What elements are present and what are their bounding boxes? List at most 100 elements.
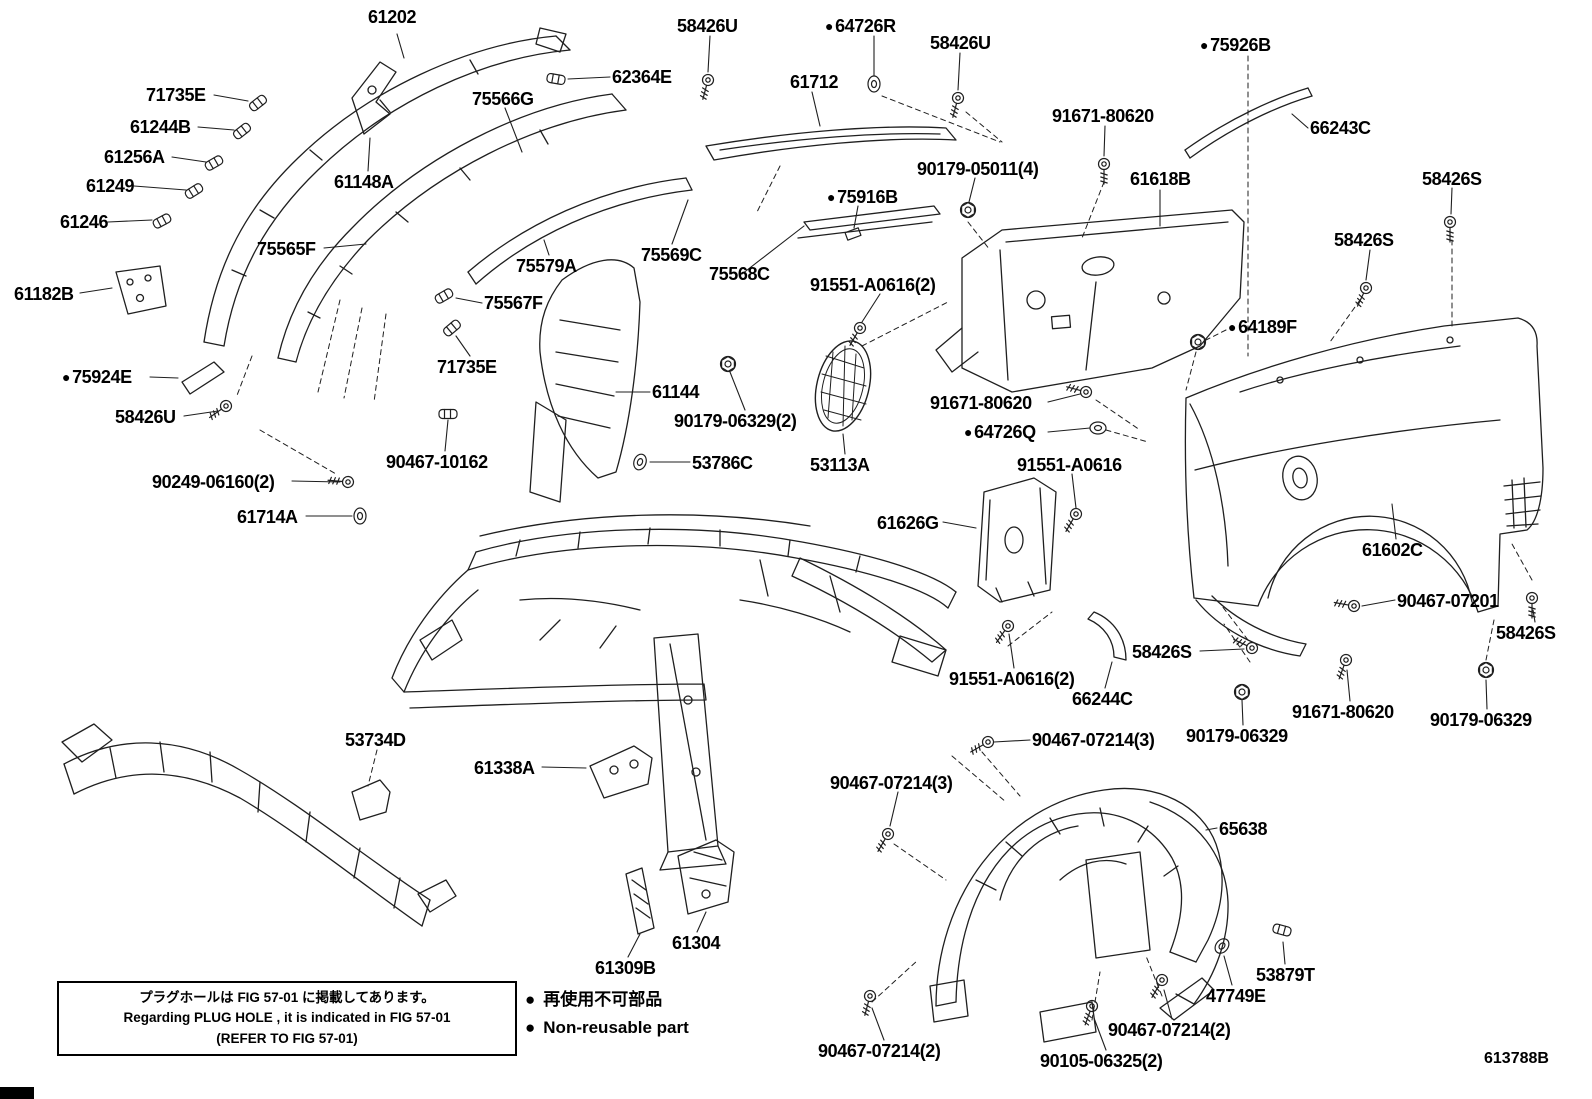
- non-reusable-row-en: ●Non-reusable part: [525, 1014, 689, 1042]
- part-label: ●64726R: [825, 17, 896, 36]
- front-pillar-garnish-drawing: [529, 259, 641, 503]
- part-label: 61256A: [104, 148, 165, 167]
- part-label: 61626G: [877, 514, 939, 533]
- part-label: 90467-07201: [1397, 592, 1499, 611]
- screw-icon: [946, 90, 966, 120]
- drip-molding-drawing: [277, 93, 627, 363]
- part-label: 71735E: [437, 358, 497, 377]
- part-label: 91671-80620: [930, 394, 1032, 413]
- non-reusable-legend: ● 再使用不可部品 ●Non-reusable part: [525, 986, 689, 1042]
- part-label: 58426S: [1132, 643, 1192, 662]
- part-label: 61249: [86, 177, 134, 196]
- part-number: 61202: [368, 7, 417, 27]
- part-label: 62364E: [612, 68, 672, 87]
- part-number: 90179-06329(2): [674, 411, 797, 431]
- part-number: 75926B: [1210, 35, 1271, 55]
- part-label: 75565F: [257, 240, 316, 259]
- corner-piece-drawing: [181, 361, 225, 395]
- part-number: 58426U: [930, 33, 991, 53]
- clip-icon: [433, 286, 455, 306]
- part-number: 53113A: [810, 455, 870, 475]
- part-label: 75566G: [472, 90, 534, 109]
- pillar-bracket-drawing: [589, 745, 735, 935]
- part-number: 91671-80620: [1292, 702, 1394, 722]
- part-label: 65638: [1219, 820, 1267, 839]
- part-number: 91551-A0616: [1017, 455, 1122, 475]
- part-number: 91671-80620: [930, 393, 1032, 413]
- part-label: 90179-06329(2): [674, 412, 797, 431]
- part-number: 90179-05011(4): [917, 159, 1039, 179]
- note-line-jp: プラグホールは FIG 57-01 に掲載してあります。: [139, 990, 435, 1005]
- non-reusable-bullet-icon: ●: [525, 990, 536, 1009]
- figure-code: 613788B: [1484, 1050, 1549, 1067]
- part-number: 65638: [1219, 819, 1268, 839]
- part-label: 61244B: [130, 118, 191, 137]
- part-number: 47749E: [1206, 986, 1266, 1006]
- clip-icon: [545, 72, 567, 86]
- body-side-inner-drawing: [391, 514, 957, 871]
- part-label: 90467-07214(2): [818, 1042, 941, 1061]
- clip-icon: [183, 181, 205, 201]
- part-label: 61246: [60, 213, 108, 232]
- part-label: 90179-06329: [1430, 711, 1532, 730]
- screw-icon: [1333, 652, 1354, 682]
- part-number: 64726Q: [974, 422, 1036, 442]
- screw-icon: [1230, 633, 1260, 656]
- clip-icon: [438, 408, 458, 420]
- part-number: 62364E: [612, 67, 672, 87]
- non-reusable-bullet-icon: ●: [825, 18, 834, 34]
- crop-artifact: [0, 1087, 34, 1099]
- mesh-grille-drawing: [814, 340, 872, 432]
- non-reusable-bullet-icon: ●: [827, 189, 836, 205]
- part-label: 61148A: [334, 173, 394, 192]
- screw-icon: [844, 319, 869, 349]
- plug-hole-note-box: プラグホールは FIG 57-01 に掲載してあります。 Regarding P…: [57, 981, 517, 1056]
- part-number: 90467-10162: [386, 452, 488, 472]
- part-number: 61144: [652, 382, 700, 402]
- part-label: 91551-A0616(2): [810, 276, 936, 295]
- part-number: 53734D: [345, 730, 406, 750]
- side-rail-strip-drawing: [797, 205, 941, 239]
- nut-icon: [959, 201, 977, 219]
- part-label: 90179-06329: [1186, 727, 1288, 746]
- non-reusable-label-jp: 再使用不可部品: [543, 990, 663, 1009]
- part-number: 90179-06329: [1186, 726, 1288, 746]
- part-label: 58426S: [1422, 170, 1482, 189]
- clip-icon: [247, 93, 269, 113]
- part-number: 91671-80620: [1052, 106, 1154, 126]
- part-number: 75916B: [837, 187, 898, 207]
- part-label: 91671-80620: [1052, 107, 1154, 126]
- screw-icon: [872, 825, 897, 855]
- part-label: 75579A: [516, 257, 577, 276]
- part-label: 61309B: [595, 959, 656, 978]
- small-plate-icon: [844, 227, 862, 241]
- part-number: 75579A: [516, 256, 577, 276]
- clip-icon: [231, 121, 253, 141]
- part-number: 58426U: [677, 16, 738, 36]
- part-label: ●64189F: [1228, 318, 1297, 337]
- screw-icon: [991, 617, 1017, 647]
- part-label: 61602C: [1362, 541, 1423, 560]
- part-label: 61304: [672, 934, 720, 953]
- part-number: 61244B: [130, 117, 191, 137]
- part-number: 61712: [790, 72, 839, 92]
- part-number: 61246: [60, 212, 109, 232]
- non-reusable-bullet-icon: ●: [964, 424, 973, 440]
- part-label: 90467-07214(3): [830, 774, 953, 793]
- part-label: 61618B: [1130, 170, 1191, 189]
- screw-icon: [1443, 215, 1457, 243]
- part-number: 61304: [672, 933, 721, 953]
- fastener-icons: [151, 72, 1539, 1028]
- part-number: 61714A: [237, 507, 298, 527]
- part-label: ●75926B: [1200, 36, 1271, 55]
- part-number: 61338A: [474, 758, 535, 778]
- screw-icon: [1060, 505, 1085, 535]
- part-label: 75567F: [484, 294, 543, 313]
- roof-side-rail-drawing: [203, 27, 571, 347]
- part-label: 53786C: [692, 454, 753, 473]
- part-label: 91551-A0616(2): [949, 670, 1075, 689]
- part-label: 91551-A0616: [1017, 456, 1122, 475]
- part-number: 66244C: [1072, 689, 1133, 709]
